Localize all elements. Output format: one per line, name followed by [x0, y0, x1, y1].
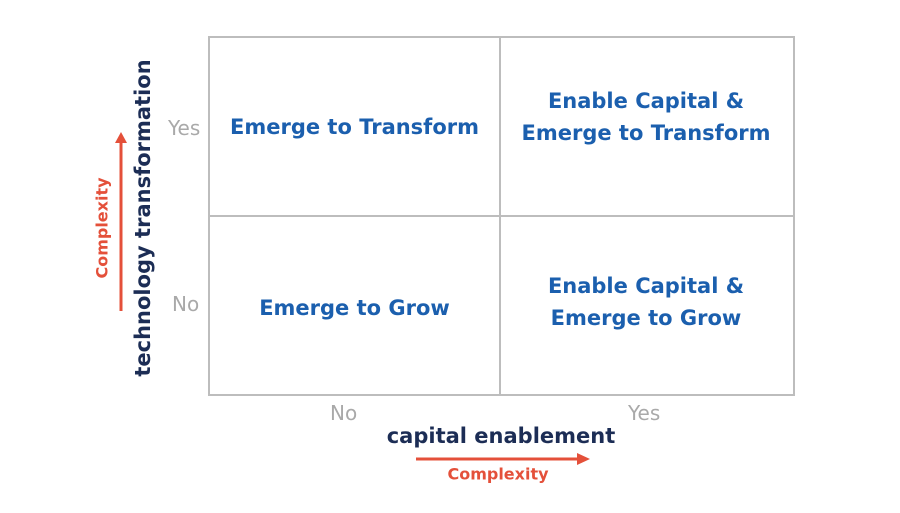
x-arrow-icon	[416, 453, 590, 465]
quadrant-top-left: Emerge to Transform	[230, 114, 479, 139]
x-arrow-label: Complexity	[447, 464, 549, 484]
x-axis-label: capital enablement	[386, 424, 616, 448]
y-tick-yes: Yes	[168, 116, 201, 140]
quadrant-bottom-left: Emerge to Grow	[259, 295, 450, 320]
quadrant-top-right: Enable Capital & Emerge to Transform	[521, 88, 771, 145]
x-tick-yes: Yes	[628, 401, 661, 425]
quadrant-bottom-right: Enable Capital & Emerge to Grow	[547, 273, 745, 330]
y-arrow-icon	[115, 132, 127, 311]
y-arrow-label: Complexity	[92, 177, 112, 279]
y-axis-label: technology transformation	[131, 59, 155, 377]
x-tick-no: No	[330, 401, 358, 425]
y-tick-no: No	[172, 292, 200, 316]
horizontal-divider	[208, 215, 793, 217]
